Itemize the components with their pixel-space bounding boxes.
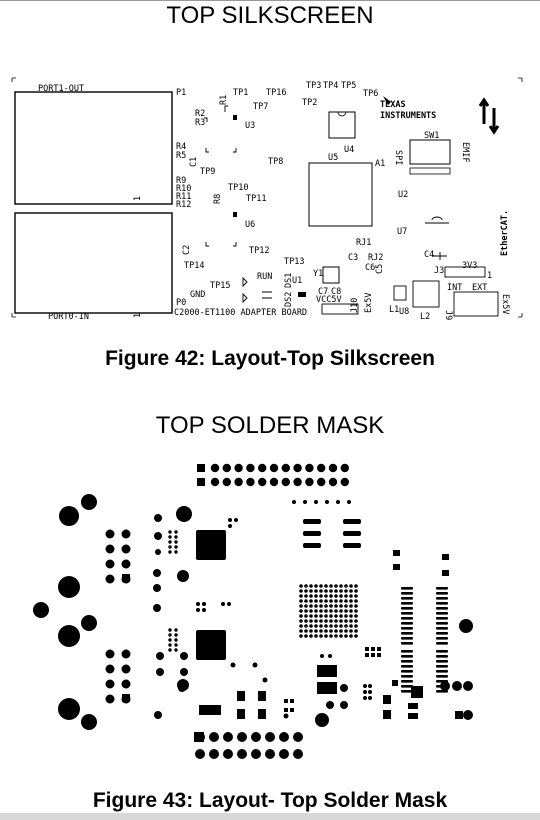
port0-outline: [14, 212, 173, 314]
label-ext: EXT: [472, 283, 487, 293]
label-rj2: RJ2: [368, 253, 383, 263]
page-bottom-bar: [0, 813, 540, 820]
label-ds2: DS2: [284, 292, 294, 307]
ethercat-logo: EtherCAT.: [500, 210, 510, 256]
port0-label: PORT0-IN: [48, 312, 89, 322]
label-spi: SPI: [393, 150, 403, 165]
label-tp5: TP5: [341, 81, 356, 91]
soldermask-caption: Figure 43: Layout- Top Solder Mask: [92, 789, 448, 812]
label-vcc5v: VCC5V: [316, 295, 342, 305]
label-a1: A1: [375, 159, 385, 169]
silkscreen-heading: TOP SILKSCREEN: [166, 2, 374, 29]
label-rj1: RJ1: [356, 238, 371, 248]
label-r2: R2: [195, 109, 205, 119]
ti-logo-line2: INSTRUMENTS: [380, 111, 436, 121]
label-c3: C3: [348, 253, 358, 263]
label-c6: C6: [365, 263, 375, 273]
silkscreen-caption: Figure 42: Layout-Top Silkscreen: [105, 347, 435, 370]
label-r9: R9: [176, 176, 186, 186]
label-tp2: TP2: [302, 98, 317, 108]
silkscreen-figure: PORT1-OUT 1 PORT0-IN 1 P1 R1 TP1 TP16 TP…: [11, 77, 523, 322]
label-l2: L2: [420, 312, 430, 322]
label-r5: R5: [176, 151, 186, 161]
label-u1: U1: [292, 276, 302, 286]
label-u7: U7: [397, 227, 407, 237]
label-c7: C7: [318, 287, 328, 297]
label-u8: U8: [399, 307, 409, 317]
soldermask-figure: [33, 463, 473, 759]
label-y1: Y1: [313, 269, 323, 279]
label-u2: U2: [398, 190, 408, 200]
label-emif: EMIF: [460, 142, 470, 162]
svg-text:EtherCAT.: EtherCAT.: [500, 210, 510, 256]
label-u5: U5: [328, 153, 338, 163]
label-c4: C4: [424, 250, 434, 260]
port1-label: PORT1-OUT: [38, 84, 84, 94]
label-j3: J3: [434, 266, 444, 276]
label-tp6: TP6: [363, 89, 378, 99]
label-tp14: TP14: [184, 261, 204, 271]
label-tp11: TP11: [246, 194, 266, 204]
label-ex5v-a: Ex5V: [364, 293, 374, 313]
label-tp10: TP10: [228, 183, 248, 193]
label-ds1: DS1: [284, 273, 294, 288]
label-r10: R10: [176, 184, 191, 194]
label-r12: R12: [176, 200, 191, 210]
soldermask-heading: TOP SOLDER MASK: [155, 412, 385, 439]
label-tp7: TP7: [253, 102, 268, 112]
top-rule: [0, 0, 540, 1]
label-l1: L1: [389, 305, 399, 315]
label-r4: R4: [176, 142, 186, 152]
label-r3: R3: [195, 118, 205, 128]
label-tp15: TP15: [210, 281, 230, 291]
label-3v3: 3V3: [462, 261, 477, 271]
label-c1: C1: [189, 157, 199, 167]
label-tp8: TP8: [268, 157, 283, 167]
label-r11: R11: [176, 192, 191, 202]
board-name: C2000-ET1100 ADAPTER BOARD: [174, 308, 307, 318]
label-sw1: SW1: [424, 131, 439, 141]
port1-outline: [14, 91, 173, 205]
label-u4: U4: [344, 145, 354, 155]
label-r1: R1: [219, 95, 229, 105]
port1-pin1: 1: [133, 196, 143, 201]
label-u3: U3: [245, 121, 255, 131]
label-p0: P0: [176, 298, 186, 308]
port0-pin1: 1: [133, 313, 143, 318]
label-gnd: GND: [190, 290, 205, 300]
ti-logo-line1: TEXAS: [380, 100, 406, 110]
label-r8: R8: [213, 194, 223, 204]
label-tp4: TP4: [323, 81, 338, 91]
label-tp12: TP12: [249, 246, 269, 256]
label-c5: C5: [375, 264, 385, 274]
label-j10: J10: [350, 298, 360, 313]
label-tp9: TP9: [200, 167, 215, 177]
label-ex5v-b: Ex5V: [500, 294, 510, 314]
label-j9: J9: [443, 310, 453, 320]
label-run: RUN: [257, 272, 272, 282]
label-c2: C2: [182, 245, 192, 255]
label-int: INT: [447, 283, 462, 293]
label-tp13: TP13: [284, 257, 304, 267]
label-tp16: TP16: [266, 88, 286, 98]
label-tp1: TP1: [233, 88, 248, 98]
label-pin-1: 1: [487, 271, 492, 281]
label-u6: U6: [245, 220, 255, 230]
label-tp3: TP3: [306, 81, 321, 91]
label-p1: P1: [176, 88, 186, 98]
label-c8: C8: [331, 287, 341, 297]
